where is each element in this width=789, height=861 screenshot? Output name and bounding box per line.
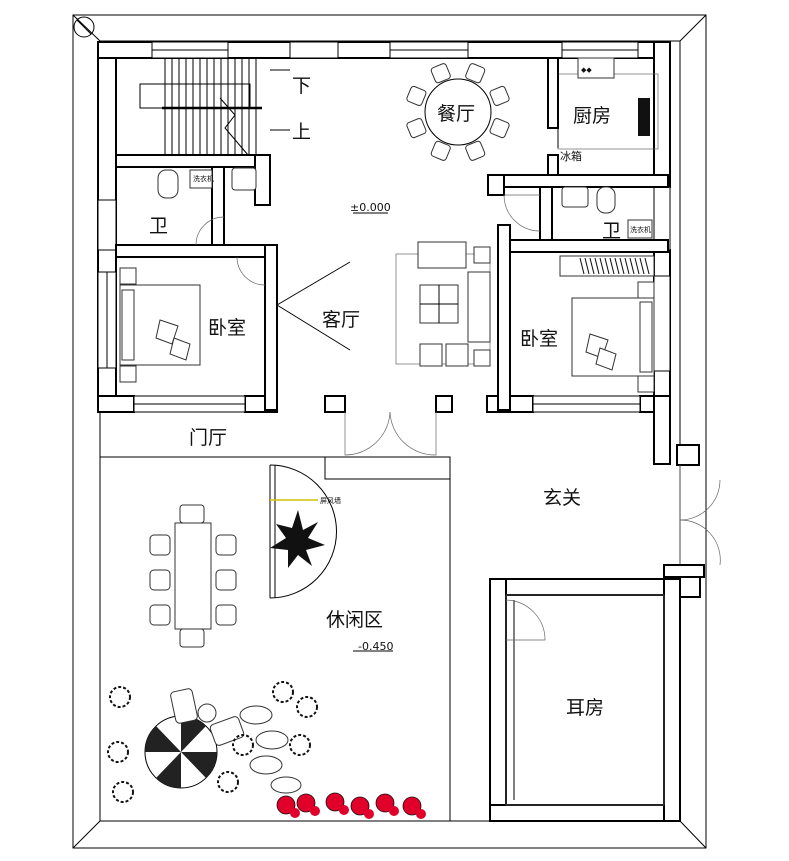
plant-icon: [270, 510, 325, 568]
fridge-label: 冰箱: [560, 149, 582, 163]
windows: [97, 41, 671, 413]
toilet-icon: [157, 169, 179, 199]
living-room-label: 客厅: [322, 309, 360, 331]
leisure-area: 屏风墙 -0.450 休闲区: [100, 456, 451, 821]
exterior-walls: [97, 41, 700, 466]
entrance-label: 玄关: [543, 487, 581, 509]
sofa-icon: [417, 241, 467, 269]
north-marker-icon: [73, 16, 95, 38]
leisure-level-label: -0.450: [358, 640, 393, 653]
dining-table: 餐厅: [406, 63, 510, 161]
living-room: ±0.000 客厅: [276, 201, 491, 367]
kitchen-label: 厨房: [573, 105, 611, 127]
screen-wall-label: 屏风墙: [320, 496, 341, 505]
washer-label: 洗衣机: [630, 225, 651, 234]
interior-walls: [115, 57, 669, 411]
wardrobe: [559, 255, 655, 277]
stepping-stones: [239, 705, 302, 794]
bathroom-right-label: 卫: [602, 220, 621, 242]
bathroom-right: 洗衣机 卫: [503, 186, 653, 242]
washer-label: 洗衣机: [193, 174, 214, 183]
dining-room-label: 餐厅: [437, 103, 475, 125]
entry-doors: [344, 411, 437, 456]
bedroom-right: 卧室: [520, 281, 655, 393]
toilet-icon: [596, 186, 616, 214]
leisure-area-label: 休闲区: [326, 609, 383, 631]
side-room-label: 耳房: [566, 697, 604, 719]
foyer-label: 门厅: [189, 427, 227, 449]
basin-icon: [561, 186, 589, 208]
washer-icon: [189, 169, 213, 189]
sink-icon: ◆◆: [581, 66, 592, 74]
bedroom-left-label: 卧室: [208, 317, 246, 339]
bedroom-right-label: 卧室: [520, 328, 558, 350]
outdoor-table-icon: [174, 522, 212, 630]
stairs: 下 上: [139, 58, 311, 156]
washer-icon: [627, 219, 653, 239]
bathroom-left-label: 卫: [149, 215, 168, 237]
umbrella-icon: [144, 715, 218, 789]
main-level-label: ±0.000: [350, 201, 391, 214]
stairs-down-label: 下: [292, 75, 311, 97]
basin-icon: [231, 167, 257, 191]
stairs-up-label: 上: [292, 121, 311, 143]
bedroom-left: 卧室: [119, 256, 266, 383]
side-room: 玄关 耳房: [489, 465, 721, 822]
kitchen: ◆◆ 厨房 冰箱: [557, 57, 659, 163]
bathroom-left: 洗衣机 卫: [149, 167, 257, 246]
